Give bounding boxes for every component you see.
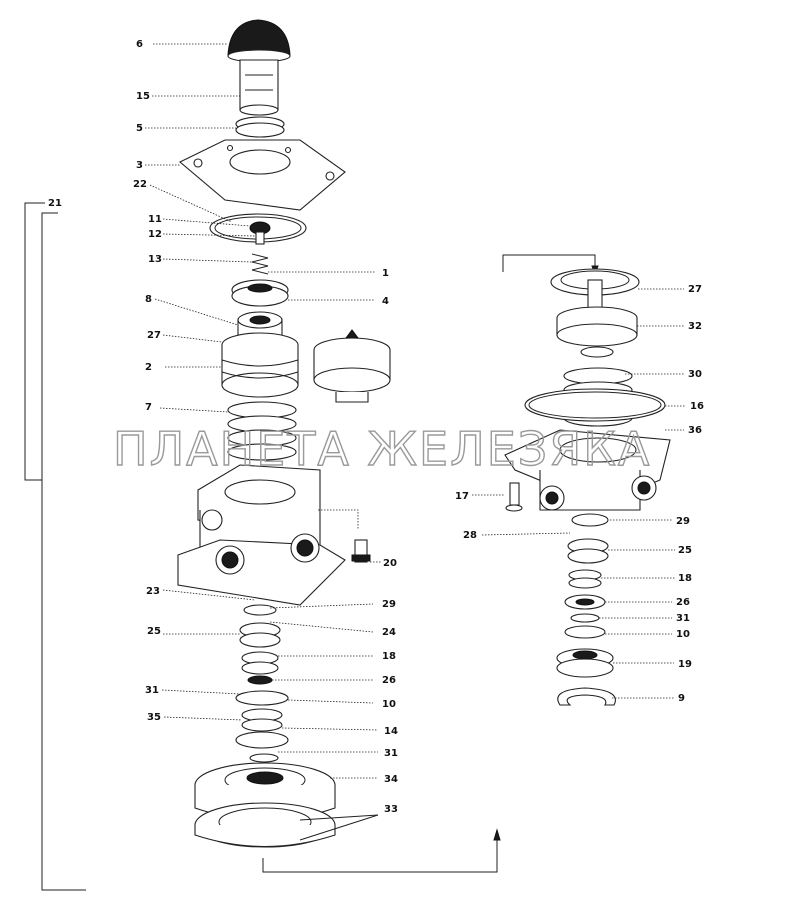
part-11-12-valve-head [249, 221, 271, 245]
label-33: 33 [384, 804, 398, 815]
part-6-cap [227, 19, 291, 63]
label-7: 7 [145, 402, 152, 413]
label-22: 22 [133, 179, 147, 190]
label-31-upper: 31 [145, 685, 159, 696]
label-35: 35 [147, 712, 161, 723]
label-r-25: 25 [678, 545, 692, 556]
right-part-17-bolt [505, 482, 523, 512]
label-13: 13 [148, 254, 162, 265]
part-7-spring [227, 401, 297, 461]
label-r-17: 17 [455, 491, 469, 502]
label-r-32: 32 [688, 321, 702, 332]
label-18: 18 [382, 651, 396, 662]
label-r-9: 9 [678, 693, 685, 704]
label-1: 1 [382, 268, 389, 279]
label-11: 11 [148, 214, 162, 225]
label-12: 12 [148, 229, 162, 240]
right-part-27-disc [550, 268, 640, 311]
part-20-plug [351, 539, 371, 563]
label-2: 2 [145, 362, 152, 373]
right-part-32-piston [556, 306, 638, 358]
label-27: 27 [147, 330, 161, 341]
label-r-19: 19 [678, 659, 692, 670]
part-2-piston-body [221, 332, 299, 398]
part-33-housing-cover [194, 802, 336, 848]
part-4-ring [231, 279, 289, 307]
label-5: 5 [136, 123, 143, 134]
label-14: 14 [384, 726, 398, 737]
label-29: 29 [382, 599, 396, 610]
label-31-lower: 31 [384, 748, 398, 759]
label-r-31: 31 [676, 613, 690, 624]
part-3-plate [179, 139, 346, 211]
label-34: 34 [384, 774, 398, 785]
label-10: 10 [382, 699, 396, 710]
label-6: 6 [136, 39, 143, 50]
label-r-29: 29 [676, 516, 690, 527]
piston-alt-view [313, 329, 391, 403]
label-23: 23 [146, 586, 160, 597]
valve-body-left [177, 464, 346, 606]
lower-parts-stack-left [235, 604, 289, 763]
right-part-16-seal [524, 388, 666, 422]
assembly-21-bracket [24, 202, 86, 891]
label-21: 21 [48, 198, 62, 209]
part-8-piston [237, 311, 283, 341]
label-r-18: 18 [678, 573, 692, 584]
label-3: 3 [136, 160, 143, 171]
label-r-36: 36 [688, 425, 702, 436]
label-26: 26 [382, 675, 396, 686]
label-25: 25 [147, 626, 161, 637]
label-8: 8 [145, 294, 152, 305]
label-15: 15 [136, 91, 150, 102]
label-r-27: 27 [688, 284, 702, 295]
label-4: 4 [382, 296, 389, 307]
part-13-spring-small [251, 253, 269, 275]
valve-body-right [504, 429, 671, 511]
watermark-text: ПЛАНЕТА ЖЕЛЕЗЯКА [113, 422, 651, 476]
label-r-16: 16 [690, 401, 704, 412]
label-r-28: 28 [463, 530, 477, 541]
label-r-26: 26 [676, 597, 690, 608]
lower-parts-stack-right [556, 513, 614, 678]
label-24: 24 [382, 627, 396, 638]
right-labels: 27 32 30 16 36 17 29 28 25 18 26 31 10 1… [455, 284, 704, 704]
right-part-9-retaining-ring [557, 687, 616, 706]
leader-lines [145, 43, 686, 841]
label-20: 20 [383, 558, 397, 569]
left-labels: 6 15 5 3 22 21 11 12 13 1 4 8 27 2 7 20 … [48, 39, 398, 815]
label-r-10: 10 [676, 629, 690, 640]
label-r-30: 30 [688, 369, 702, 380]
part-15-plunger [239, 59, 279, 116]
part-5-ring [235, 116, 285, 138]
